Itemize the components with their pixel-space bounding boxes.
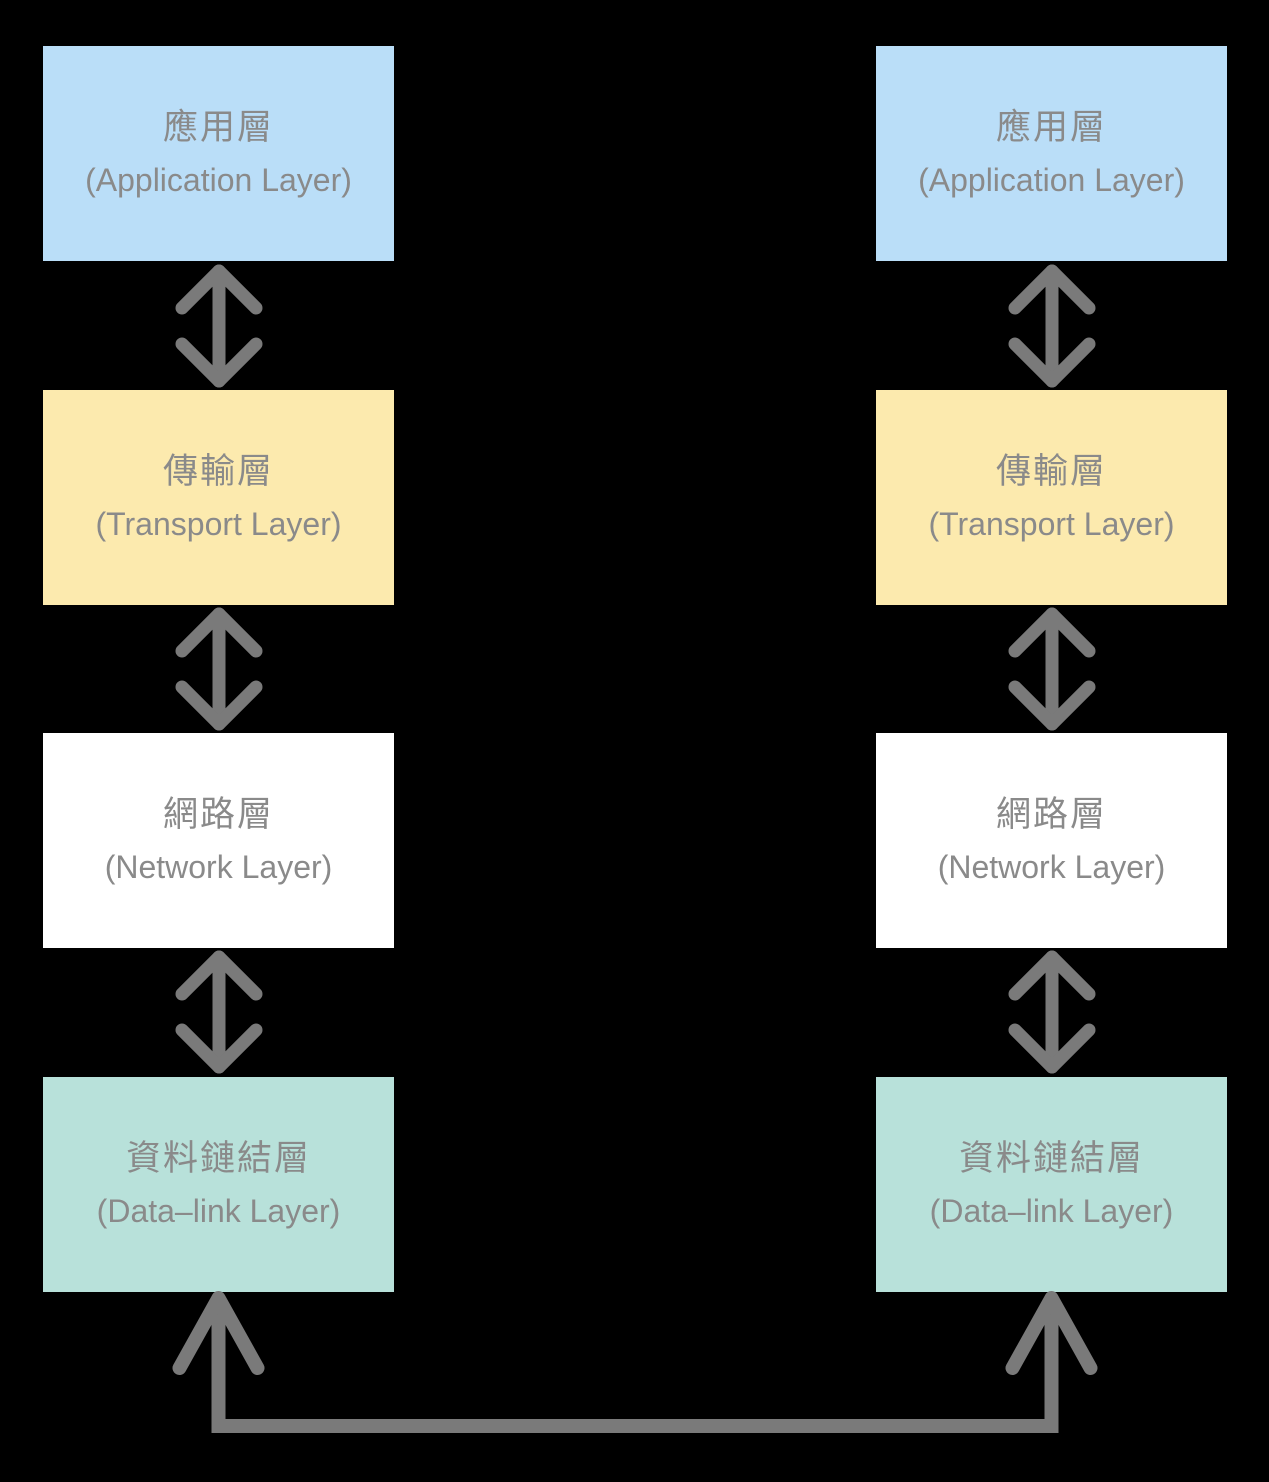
vertical-double-arrow-icon: [175, 607, 262, 731]
network-layer-box-left: 網路層 (Network Layer): [43, 733, 394, 948]
layer-title-en: (Transport Layer): [95, 505, 342, 542]
vertical-double-arrow-icon: [1008, 264, 1095, 388]
vertical-double-arrow-icon: [1008, 607, 1095, 731]
vertical-double-arrow-icon: [175, 264, 262, 388]
layer-title-en: (Data–link Layer): [96, 1192, 341, 1229]
layer-title-zh: 傳輸層: [995, 451, 1107, 491]
vertical-double-arrow-icon: [175, 950, 262, 1074]
layer-title-en: (Network Layer): [937, 848, 1166, 885]
layer-title-zh: 網路層: [162, 794, 274, 834]
layer-title-en: (Application Layer): [85, 161, 352, 198]
layer-title-en: (Network Layer): [104, 848, 333, 885]
layer-title-zh: 資料鏈結層: [125, 1138, 311, 1178]
transport-layer-box-left: 傳輸層 (Transport Layer): [43, 390, 394, 605]
layer-title-zh: 傳輸層: [162, 451, 274, 491]
layer-title-en: (Transport Layer): [928, 505, 1175, 542]
application-layer-box-left: 應用層 (Application Layer): [43, 46, 394, 261]
layer-title-en: (Application Layer): [918, 161, 1185, 198]
layer-title-en: (Data–link Layer): [929, 1192, 1174, 1229]
datalink-layer-box-right: 資料鏈結層 (Data–link Layer): [876, 1077, 1227, 1292]
layer-title-zh: 資料鏈結層: [958, 1138, 1144, 1178]
vertical-double-arrow-icon: [1008, 950, 1095, 1074]
layer-title-zh: 網路層: [995, 794, 1107, 834]
layer-title-zh: 應用層: [995, 107, 1107, 147]
network-layer-box-right: 網路層 (Network Layer): [876, 733, 1227, 948]
transport-layer-box-right: 傳輸層 (Transport Layer): [876, 390, 1227, 605]
application-layer-box-right: 應用層 (Application Layer): [876, 46, 1227, 261]
datalink-layer-box-left: 資料鏈結層 (Data–link Layer): [43, 1077, 394, 1292]
layer-title-zh: 應用層: [162, 107, 274, 147]
